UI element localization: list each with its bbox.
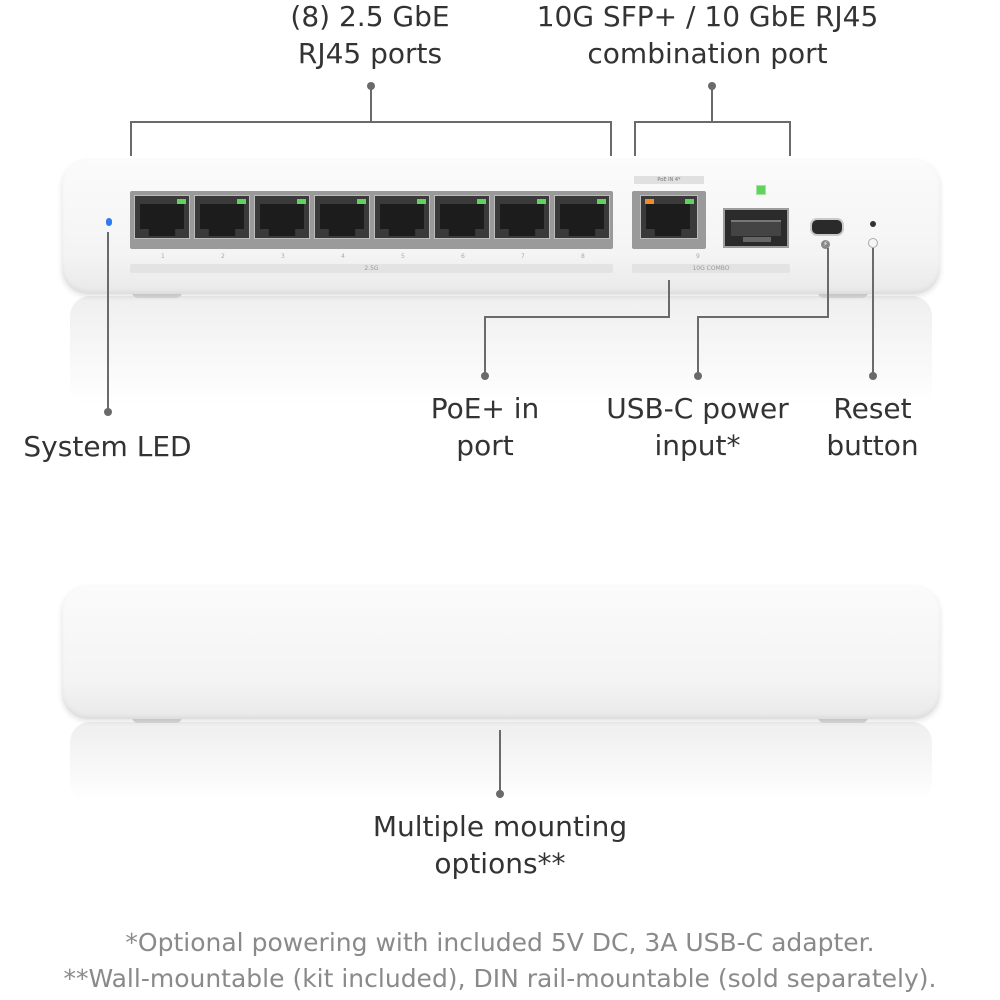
- port-number-6: 6: [461, 253, 465, 260]
- rj45-port-1[interactable]: [134, 195, 190, 239]
- leader-dot-system-led: [104, 408, 112, 416]
- poe-in-tag: PoE IN 4*: [634, 176, 704, 184]
- switch-front-panel: 1 2 3 4 5 6 7 8 2.5G PoE IN 4* 9 10G COM…: [62, 160, 940, 294]
- leader-usbc-v1: [827, 248, 829, 318]
- sfp-plus-port[interactable]: [723, 208, 789, 248]
- leader-system-led-v: [107, 232, 109, 410]
- reset-icon: [868, 238, 878, 248]
- port-number-7: 7: [521, 253, 525, 260]
- label-reset-button: Reset button: [826, 392, 919, 462]
- switch-rear-panel: [62, 586, 940, 719]
- device-front-reflection: [70, 296, 932, 406]
- port-number-3: 3: [281, 253, 285, 260]
- leader-dot-mounting: [496, 790, 504, 798]
- leader-mounting-v: [499, 730, 501, 792]
- rear-foot-right: [818, 717, 868, 723]
- leader-reset-v: [872, 248, 874, 374]
- reset-button[interactable]: [870, 221, 876, 227]
- rj45-port-group: [130, 191, 613, 249]
- poe-rj45-block: [632, 191, 706, 249]
- leader-poe-v1: [668, 280, 670, 318]
- leader-poe-v2: [484, 316, 486, 374]
- label-mounting-options: Multiple mounting options**: [372, 810, 628, 880]
- bracket-ports-right: [610, 121, 612, 156]
- footnote-power-adapter: *Optional powering with included 5V DC, …: [125, 928, 875, 957]
- leader-dot-usbc: [694, 372, 702, 380]
- port-number-8: 8: [581, 253, 585, 260]
- bracket-combo-right: [789, 121, 791, 156]
- leader-line-combo-v: [711, 88, 713, 123]
- bracket-combo-left: [634, 121, 636, 156]
- usb-c-port[interactable]: [810, 218, 844, 236]
- rear-foot-left: [132, 717, 182, 723]
- sfp-status-led: [756, 185, 766, 195]
- rj45-port-6[interactable]: [434, 195, 490, 239]
- rj45-port-4[interactable]: [314, 195, 370, 239]
- label-system-led: System LED: [23, 430, 192, 463]
- port-number-2: 2: [221, 253, 225, 260]
- port-number-1: 1: [161, 253, 165, 260]
- footnote-mounting: **Wall-mountable (kit included), DIN rai…: [63, 964, 937, 993]
- label-combo-port: 10G SFP+ / 10 GbE RJ45 combination port: [536, 0, 879, 70]
- leader-usbc-h: [697, 316, 829, 318]
- port-number-4: 4: [341, 253, 345, 260]
- device-foot-right: [818, 292, 868, 298]
- rj45-port-3[interactable]: [254, 195, 310, 239]
- leader-dot-ports: [367, 82, 375, 90]
- rj45-port-8[interactable]: [554, 195, 610, 239]
- label-usb-c-power: USB-C power input*: [606, 392, 789, 462]
- rj45-port-5[interactable]: [374, 195, 430, 239]
- leader-dot-reset: [869, 372, 877, 380]
- label-8-rj45-ports: (8) 2.5 GbE RJ45 ports: [290, 0, 450, 70]
- port-number-9: 9: [696, 253, 700, 260]
- bracket-combo-h: [634, 121, 791, 123]
- bracket-ports-left: [130, 121, 132, 156]
- device-foot-left: [132, 292, 182, 298]
- rj45-port-7[interactable]: [494, 195, 550, 239]
- leader-poe-h: [484, 316, 670, 318]
- leader-usbc-v2: [697, 316, 699, 374]
- poe-in-rj45-port[interactable]: [640, 195, 698, 239]
- bracket-ports-h: [130, 121, 612, 123]
- usb-c-power-icon: ⚡: [821, 240, 830, 249]
- leader-dot-combo: [708, 82, 716, 90]
- port-number-5: 5: [401, 253, 405, 260]
- system-led: [106, 218, 112, 226]
- leader-dot-poe: [481, 372, 489, 380]
- bar-10g-combo: 10G COMBO: [632, 264, 790, 273]
- bar-2-5g: 2.5G: [130, 264, 613, 273]
- device-rear-reflection: [70, 722, 932, 802]
- label-poe-in-port: PoE+ in port: [430, 392, 540, 462]
- rj45-port-2[interactable]: [194, 195, 250, 239]
- leader-line-ports-v: [370, 88, 372, 123]
